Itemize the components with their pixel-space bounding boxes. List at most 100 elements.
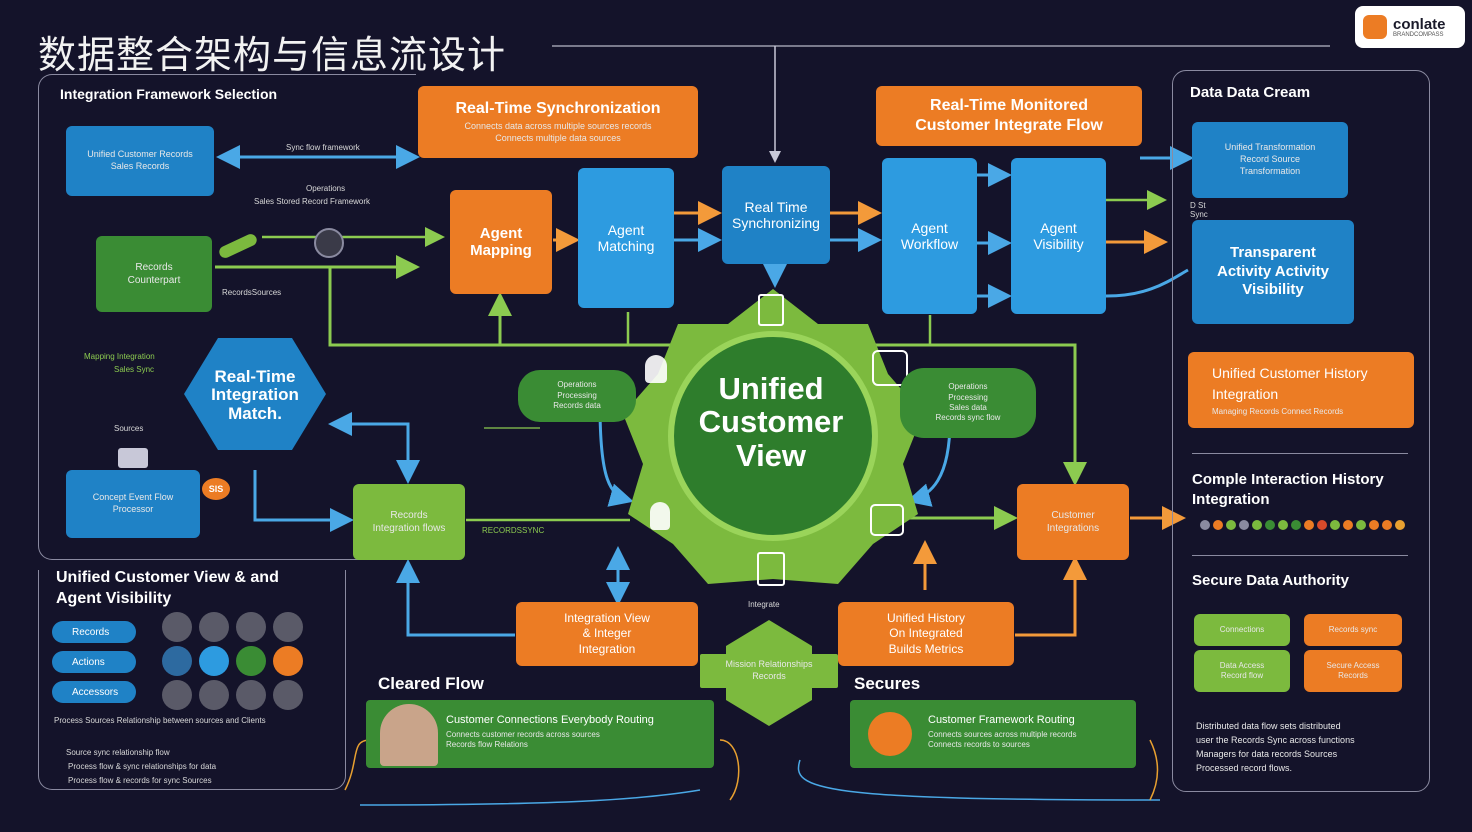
hub-person-icon-top: [645, 355, 667, 383]
mission-relationships-label: Mission Relationships Records: [725, 659, 813, 681]
unified-history-integration-title: Unified Customer History Integration: [1212, 364, 1368, 402]
agent-matching-box[interactable]: Agent Matching: [578, 168, 674, 308]
tile-records-sync[interactable]: Records sync: [1304, 614, 1402, 646]
dst-sync-label: D St Sync: [1190, 201, 1208, 219]
unified-transformation-label: Unified Transformation Record Source Tra…: [1224, 142, 1316, 176]
right-bubble-label: Operations Processing Sales data Records…: [935, 382, 1001, 423]
right-panel: [1172, 70, 1430, 792]
bottom-left-panel: [38, 570, 346, 790]
history-dot: [1291, 520, 1301, 530]
pill-actions-label: Actions: [72, 656, 105, 668]
rt-sync-box[interactable]: Real Time Synchronizing: [722, 166, 830, 264]
sis-badge-label: SIS: [208, 484, 224, 494]
card2-sub: Connects sources across multiple records…: [928, 730, 1077, 750]
bubble-node: [273, 612, 303, 642]
card-customer-routing[interactable]: Customer Connections Everybody Routing C…: [366, 700, 714, 768]
left-panel-heading: Integration Framework Selection: [60, 86, 278, 102]
logo-sub: BRANDCOMPASS: [1393, 31, 1444, 38]
unified-history-integration-sub: Managing Records Connect Records: [1212, 406, 1344, 416]
pill-actions[interactable]: Actions: [52, 651, 136, 673]
bubble-node: [162, 646, 192, 676]
history-dot: [1265, 520, 1275, 530]
agent-mapping-box[interactable]: Agent Mapping: [450, 190, 552, 294]
unified-history-label: Unified History On Integrated Builds Met…: [886, 610, 966, 656]
tile-connections-label: Connections: [1219, 624, 1265, 634]
unified-view-heading: Unified Customer View & and Agent Visibi…: [56, 569, 279, 607]
history-dot: [1317, 520, 1327, 530]
bubble-grid: [160, 610, 320, 710]
cleared-flow-heading: Cleared Flow: [378, 674, 484, 693]
unified-history-box[interactable]: Unified History On Integrated Builds Met…: [838, 602, 1014, 666]
card2-title: Customer Framework Routing: [928, 714, 1075, 726]
integrate-label: Integrate: [748, 600, 780, 609]
left-panel: [38, 74, 416, 560]
tile-data-access[interactable]: Data Access Record flow: [1194, 650, 1290, 692]
card-framework-routing[interactable]: Customer Framework Routing Connects sour…: [850, 700, 1136, 768]
agent-visibility-label: Agent Visibility: [1033, 220, 1084, 252]
rt-sync-label: Real Time Synchronizing: [732, 199, 820, 231]
realtime-sync-sub: Connects data across multiple sources re…: [464, 120, 652, 143]
transparent-activity-box[interactable]: Transparent Activity Activity Visibility: [1192, 220, 1354, 324]
customer-integrations-label: Customer Integrations: [1046, 510, 1100, 534]
bubble-node: [236, 612, 266, 642]
bubble-node: [162, 612, 192, 642]
unified-records-box[interactable]: Unified Customer Records Sales Records: [66, 126, 214, 196]
realtime-match-label: Real-Time Integration Match.: [211, 367, 299, 423]
realtime-match-hexagon[interactable]: [182, 336, 328, 452]
sis-badge: SIS: [202, 478, 230, 500]
agent-workflow-box[interactable]: Agent Workflow: [882, 158, 977, 314]
agent-workflow-label: Agent Workflow: [900, 220, 959, 252]
bottom-left-line-1: Process Sources Relationship between sou…: [54, 716, 266, 725]
history-dot: [1200, 520, 1210, 530]
monitored-flow-box[interactable]: Real-Time Monitored Customer Integrate F…: [876, 86, 1142, 146]
pill-records[interactable]: Records: [52, 621, 136, 643]
bottom-left-line-3b: Process flow & records for sync Sources: [68, 776, 212, 785]
hub-doc-icon-top: [758, 294, 784, 326]
compass-icon: [868, 712, 912, 756]
hub-doc-icon-bottom-right: [870, 504, 904, 536]
bubble-node: [162, 680, 192, 710]
bubble-node: [199, 612, 229, 642]
operations-label: Operations: [306, 184, 346, 193]
tile-secure-access[interactable]: Secure Access Records: [1304, 650, 1402, 692]
unified-transformation-box[interactable]: Unified Transformation Record Source Tra…: [1192, 122, 1348, 198]
left-bubble: Operations Processing Records data: [518, 370, 636, 422]
records-sync-label: RECORDSSYNC: [482, 526, 545, 535]
event-flow-processor-box[interactable]: Concept Event Flow Processor: [66, 470, 200, 538]
sales-sync-label: Sales Sync: [114, 365, 155, 374]
customer-integrations-box[interactable]: Customer Integrations: [1017, 484, 1129, 560]
records-counterpart-box[interactable]: Records Counterpart: [96, 236, 212, 312]
history-dot: [1330, 520, 1340, 530]
integration-view-label: Integration View & Integer Integration: [564, 610, 650, 656]
tile-connections[interactable]: Connections: [1194, 614, 1290, 646]
realtime-sync-box[interactable]: Real-Time Synchronization Connects data …: [418, 86, 698, 158]
unified-history-integration-box[interactable]: Unified Customer History Integration Man…: [1188, 352, 1414, 428]
realtime-sync-title: Real-Time Synchronization: [455, 99, 661, 117]
bubble-node: [273, 646, 303, 676]
pill-records-label: Records: [72, 626, 110, 638]
agent-visibility-box[interactable]: Agent Visibility: [1011, 158, 1106, 314]
bottom-left-line-2: Source sync relationship flow: [66, 748, 170, 757]
node-icon: [314, 228, 344, 258]
records-counterpart-label: Records Counterpart: [127, 262, 181, 286]
sources-label: Sources: [114, 424, 144, 433]
integration-view-box[interactable]: Integration View & Integer Integration: [516, 602, 698, 666]
bubble-node: [273, 680, 303, 710]
bubble-node: [236, 646, 266, 676]
history-dot: [1343, 520, 1353, 530]
agent-matching-label: Agent Matching: [597, 222, 655, 254]
pill-accessors[interactable]: Accessors: [52, 681, 136, 703]
history-dot: [1382, 520, 1392, 530]
mission-relationships-box[interactable]: Mission Relationships Records: [700, 654, 838, 688]
transparent-activity-label: Transparent Activity Activity Visibility: [1217, 243, 1329, 299]
sync-flow-label: Sync flow framework: [286, 143, 360, 152]
hub-star: [623, 289, 923, 584]
page-title: 数据整合架构与信息流设计: [38, 35, 507, 77]
tile-secure-access-label: Secure Access Records: [1326, 660, 1380, 680]
records-integration-label: Records Integration flows: [372, 510, 446, 534]
records-integration-box[interactable]: Records Integration flows: [353, 484, 465, 560]
history-dot: [1213, 520, 1223, 530]
history-dot: [1395, 520, 1405, 530]
logo-icon: [1363, 15, 1387, 39]
